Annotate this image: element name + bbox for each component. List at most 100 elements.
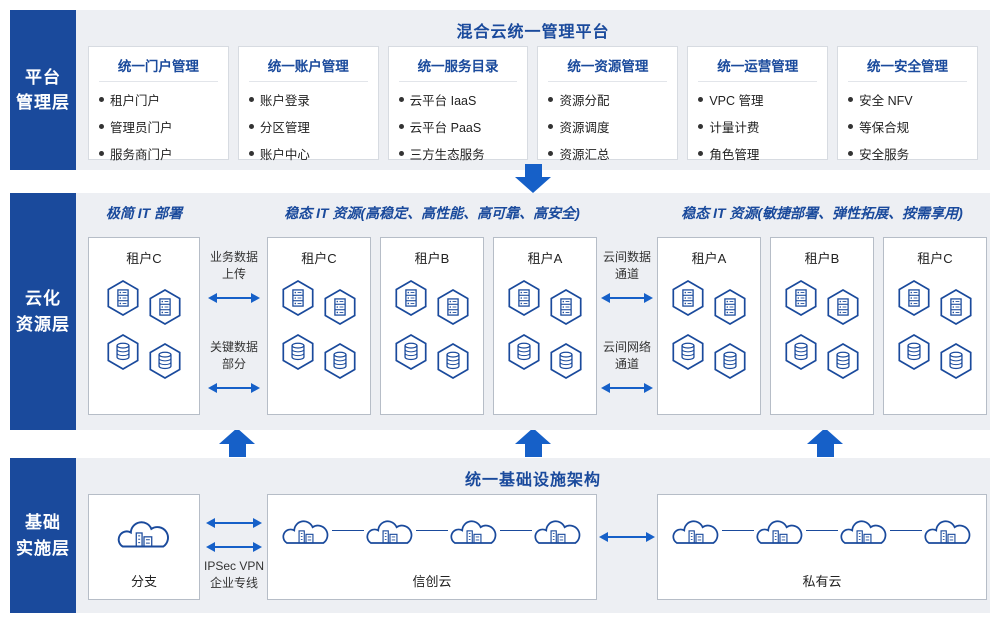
database-hexagon-icon	[826, 342, 860, 380]
up-arrow-icon	[515, 428, 551, 457]
vpn-label-line: IPSec VPN	[203, 559, 265, 573]
link-label-intercloud-network: 云间网络通道	[602, 340, 651, 371]
tenant-icons	[494, 279, 596, 371]
double-arrow-icon	[603, 536, 651, 538]
cloud-connector	[722, 529, 754, 531]
infrastructure-layer: 基础 实施层 统一基础设施架构 分支 IPSec VPN 企业专线	[10, 458, 990, 613]
card-security-management: 统一安全管理 安全 NFV 等保合规 安全服务	[837, 46, 978, 163]
cloud-datacenter-icon	[838, 511, 890, 549]
bullet-icon	[99, 124, 104, 129]
cloud-connector	[416, 529, 448, 531]
side-label-line: 平台	[25, 67, 61, 87]
tenant-icons	[658, 279, 760, 371]
double-arrow-icon	[212, 297, 256, 299]
vpn-link-label: IPSec VPN 企业专线	[199, 558, 269, 592]
card-title: 统一安全管理	[848, 55, 967, 82]
xinchuang-label: 信创云	[412, 574, 452, 589]
cloud-resource-layer: 云化 资源层 极简 IT 部署 稳态 IT 资源(高稳定、高性能、高可靠、高安全…	[10, 193, 990, 430]
cloud-datacenter-icon	[115, 511, 173, 553]
card-title: 统一资源管理	[548, 55, 668, 82]
side-label-line: 资源层	[16, 314, 70, 334]
infra-layer-content: 统一基础设施架构 分支 IPSec VPN 企业专线	[76, 458, 990, 613]
cloud-connector	[806, 529, 838, 531]
bullet-icon	[248, 124, 254, 129]
infra-layer-title: 统一基础设施架构	[464, 472, 601, 489]
card-item-label: 租户门户	[110, 94, 161, 108]
cloud-datacenter-icon	[670, 511, 722, 549]
tenant-label: 租户B	[804, 251, 840, 266]
card-title: 统一账户管理	[248, 55, 368, 82]
server-hexagon-icon	[106, 279, 140, 317]
card-item: VPC 管理	[698, 90, 817, 109]
cloud-datacenter-icon	[532, 511, 584, 549]
bullet-icon	[698, 97, 704, 102]
cloud-connector	[890, 529, 922, 531]
tenant-label: 租户C	[126, 251, 162, 266]
cloud-datacenter-icon	[280, 511, 332, 549]
bullet-icon	[848, 151, 854, 156]
database-hexagon-icon	[148, 342, 182, 380]
platform-management-layer: 平台 管理层 混合云统一管理平台 统一门户管理 租户门户 管理员门户 服务商门户…	[10, 10, 990, 170]
card-item-label: 云平台 PaaS	[409, 121, 482, 135]
card-item: 三方生态服务	[398, 144, 518, 163]
server-hexagon-icon	[436, 288, 470, 326]
bullet-icon	[698, 124, 704, 129]
server-hexagon-icon	[148, 288, 182, 326]
server-hexagon-icon	[713, 288, 747, 326]
card-item-label: 服务商门户	[110, 148, 173, 162]
tenant-box: 租户B	[770, 237, 874, 415]
platform-layer-side-label: 平台 管理层	[10, 10, 76, 170]
card-item: 分区管理	[248, 117, 368, 136]
link-label-business-data: 业务数据上传	[209, 250, 258, 281]
cloud-datacenter-icon	[448, 511, 500, 549]
agile-tenant-group: 租户A 租户B	[657, 237, 987, 415]
up-arrow-icon	[807, 428, 843, 457]
tenant-box: 租户A	[657, 237, 761, 415]
bullet-icon	[848, 124, 854, 129]
database-hexagon-icon	[507, 333, 541, 371]
server-hexagon-icon	[671, 279, 705, 317]
server-hexagon-icon	[394, 279, 428, 317]
bullet-icon	[398, 151, 404, 156]
cloud-layer-content: 极简 IT 部署 稳态 IT 资源(高稳定、高性能、高可靠、高安全) 稳态 IT…	[76, 193, 990, 430]
card-item-label: 资源调度	[559, 121, 610, 135]
card-item: 计量计费	[698, 117, 817, 136]
card-item: 安全服务	[848, 144, 967, 163]
card-item: 资源汇总	[548, 144, 667, 163]
header-stable-it: 稳态 IT 资源(高稳定、高性能、高可靠、高安全)	[284, 205, 580, 221]
tenant-label: 租户C	[917, 251, 953, 266]
double-arrow-icon	[212, 387, 256, 389]
branch-label: 分支	[130, 574, 157, 589]
server-hexagon-icon	[549, 288, 583, 326]
down-arrow-icon	[515, 164, 551, 193]
database-hexagon-icon	[713, 342, 747, 380]
server-hexagon-icon	[826, 288, 860, 326]
card-item-label: 资源汇总	[559, 148, 610, 162]
bullet-icon	[99, 97, 104, 102]
bullet-icon	[548, 151, 554, 156]
bullet-icon	[698, 151, 704, 156]
database-hexagon-icon	[394, 333, 428, 371]
tenant-label: 租户A	[691, 251, 727, 266]
cloud-connector	[332, 529, 364, 531]
double-arrow-icon	[210, 522, 258, 524]
server-hexagon-icon	[507, 279, 541, 317]
tenant-icons	[89, 279, 199, 371]
card-item-label: 云平台 IaaS	[409, 94, 477, 108]
tenant-box: 租户B	[380, 237, 484, 415]
card-item: 租户门户	[99, 90, 218, 109]
card-item-label: 分区管理	[259, 121, 310, 135]
server-hexagon-icon	[939, 288, 973, 326]
infra-layer-side-label: 基础 实施层	[10, 458, 76, 613]
cloud-cluster	[276, 511, 588, 549]
tenant-icons	[268, 279, 370, 371]
card-title: 统一运营管理	[698, 55, 818, 82]
bullet-icon	[548, 124, 554, 129]
bullet-icon	[248, 97, 254, 102]
side-label-line: 管理层	[16, 93, 70, 112]
tenant-box: 租户C	[88, 237, 200, 415]
card-service-catalog: 统一服务目录 云平台 IaaS 云平台 PaaS 三方生态服务	[387, 46, 529, 163]
card-item-label: 三方生态服务	[409, 148, 485, 162]
side-label-line: 实施层	[16, 538, 70, 558]
card-item: 云平台 IaaS	[398, 90, 518, 109]
